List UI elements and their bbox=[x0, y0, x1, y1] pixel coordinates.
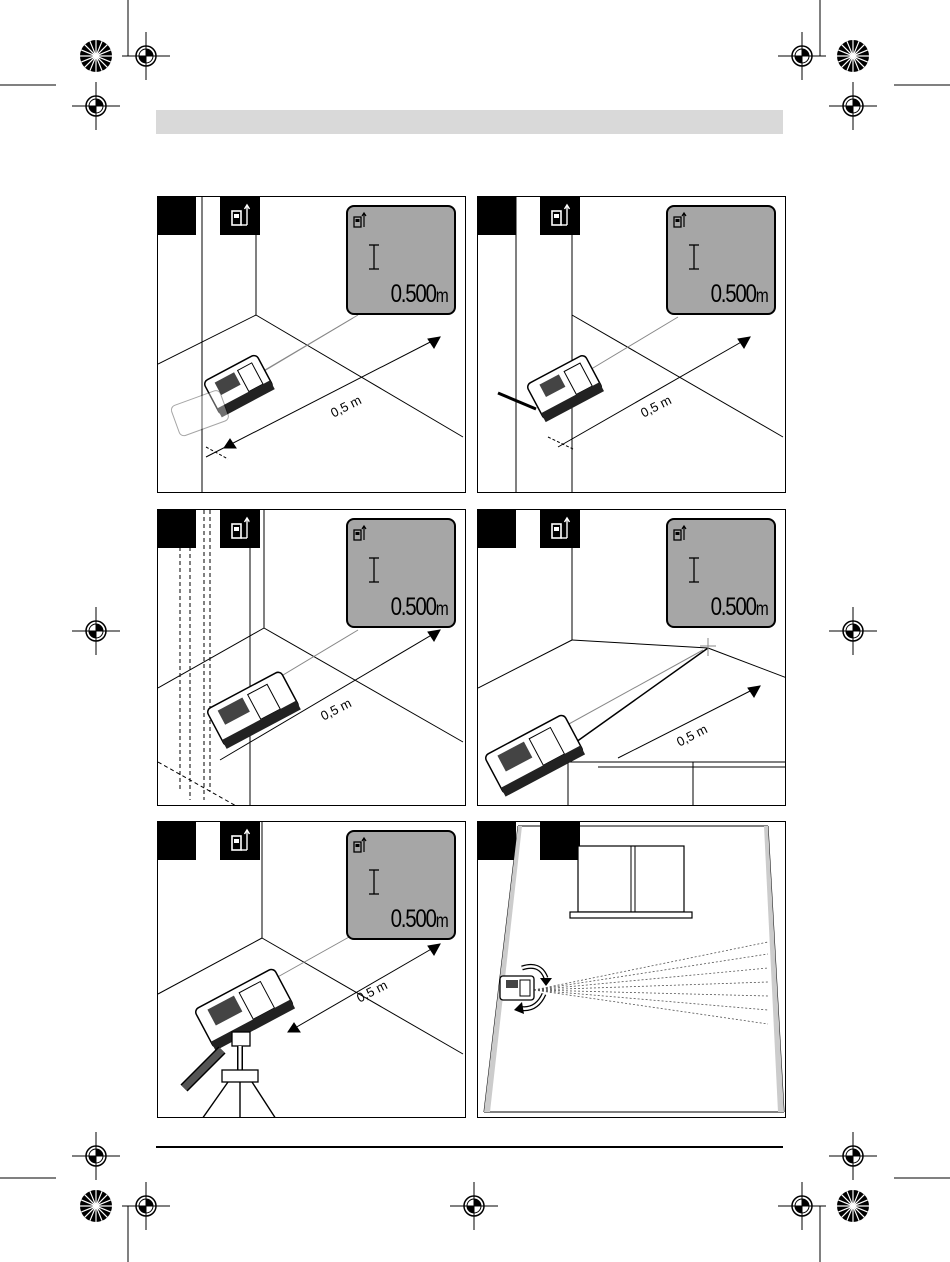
crosshair-circle-icon bbox=[122, 32, 170, 80]
lcd-reading: 0.500m bbox=[711, 593, 768, 622]
figure-panel-1: 0,5 m 0.500m bbox=[157, 196, 466, 493]
radial-target-icon bbox=[837, 40, 869, 72]
window bbox=[570, 846, 692, 918]
lcd-display: 0.500m bbox=[346, 830, 456, 940]
crosshair-circle-icon bbox=[829, 82, 877, 130]
lcd-reading: 0.500m bbox=[711, 280, 768, 309]
crosshair-circle-icon bbox=[778, 1182, 826, 1230]
crosshair-circle-icon bbox=[72, 607, 120, 655]
crosshair-circle-icon bbox=[829, 1132, 877, 1180]
radial-target-icon bbox=[80, 40, 112, 72]
crosshair-circle-icon bbox=[450, 1182, 498, 1230]
laser-measure-device bbox=[206, 671, 301, 749]
figure-panel-2: 0,5 m 0.500m bbox=[477, 196, 786, 493]
reference-rear-edge-icon bbox=[354, 838, 366, 852]
figure-panel-4: 0,5 m 0.500m bbox=[477, 509, 786, 806]
lcd-display: 0.500m bbox=[346, 205, 456, 315]
lcd-display: 0.500m bbox=[346, 518, 456, 628]
lcd-reading: 0.500m bbox=[391, 593, 448, 622]
crosshair-circle-icon bbox=[72, 82, 120, 130]
tripod bbox=[184, 1032, 276, 1118]
reference-rear-edge-icon bbox=[674, 526, 686, 540]
radial-target-icon bbox=[837, 1190, 869, 1222]
room-scan-illustration bbox=[478, 822, 786, 1118]
figure-panel-6 bbox=[477, 821, 786, 1118]
figure-panel-3: 0,5 m 0.500m bbox=[157, 509, 466, 806]
lcd-display: 0.500m bbox=[666, 518, 776, 628]
lcd-reading: 0.500m bbox=[391, 905, 448, 934]
crosshair-circle-icon bbox=[122, 1182, 170, 1230]
radial-target-icon bbox=[80, 1190, 112, 1222]
reference-rear-edge-icon bbox=[674, 213, 686, 227]
crosshair-circle-icon bbox=[778, 32, 826, 80]
lcd-display: 0.500m bbox=[666, 205, 776, 315]
laser-measure-device bbox=[500, 976, 534, 1000]
crosshair-circle-icon bbox=[829, 607, 877, 655]
laser-measure-device bbox=[484, 714, 585, 797]
figure-panel-5: 0,5 m 0.500m bbox=[157, 821, 466, 1118]
reference-rear-edge-icon bbox=[354, 526, 366, 540]
crosshair-circle-icon bbox=[72, 1132, 120, 1180]
laser-measure-device bbox=[526, 354, 604, 422]
lcd-reading: 0.500m bbox=[391, 280, 448, 309]
reference-rear-edge-icon bbox=[354, 213, 366, 227]
